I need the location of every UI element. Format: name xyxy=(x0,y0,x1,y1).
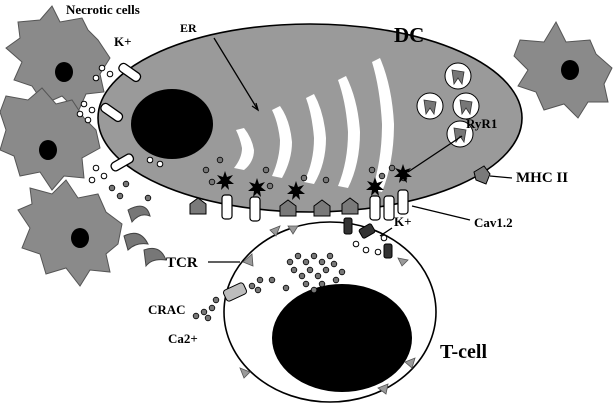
label-necrotic-cells: Necrotic cells xyxy=(66,2,140,17)
necrotic-nucleus-1 xyxy=(55,62,73,82)
cav-channel xyxy=(398,190,408,214)
label-ryr1: RyR1 xyxy=(466,116,497,131)
debris-fragment xyxy=(144,248,166,266)
cav-channel xyxy=(222,195,232,219)
k-channel-dark xyxy=(384,244,392,258)
dendritic-cell xyxy=(77,24,522,221)
label-dc: DC xyxy=(394,23,424,47)
necrotic-cell-3 xyxy=(18,180,122,286)
label-k-right: K+ xyxy=(394,214,412,229)
label-crac: CRAC xyxy=(148,302,186,317)
t-cell xyxy=(193,218,436,402)
necrotic-nucleus-right xyxy=(561,60,579,80)
debris-fragment xyxy=(124,233,148,250)
label-t-cell: T-cell xyxy=(440,341,487,363)
t-cell-nucleus xyxy=(272,284,412,392)
dc-nucleus xyxy=(131,89,213,159)
mhc-arrow xyxy=(490,176,512,178)
label-mhc-ii: MHC II xyxy=(516,170,568,186)
cav-channel xyxy=(250,197,260,221)
necrotic-nucleus-2 xyxy=(39,140,57,160)
label-er: ER xyxy=(180,21,197,35)
label-cav: Cav1.2 xyxy=(474,215,513,230)
necrotic-nucleus-3 xyxy=(71,228,89,248)
k-channel-dark xyxy=(344,218,352,234)
label-tcr: TCR xyxy=(166,255,198,271)
label-k-left: K+ xyxy=(114,34,132,49)
cav-channel xyxy=(370,196,380,220)
cav-arrow xyxy=(412,206,470,220)
cav-channel xyxy=(384,196,394,220)
necrotic-cell-1 xyxy=(6,6,110,112)
debris-fragment xyxy=(128,206,150,222)
mhc-ii xyxy=(190,198,206,214)
label-ca: Ca2+ xyxy=(168,331,198,346)
